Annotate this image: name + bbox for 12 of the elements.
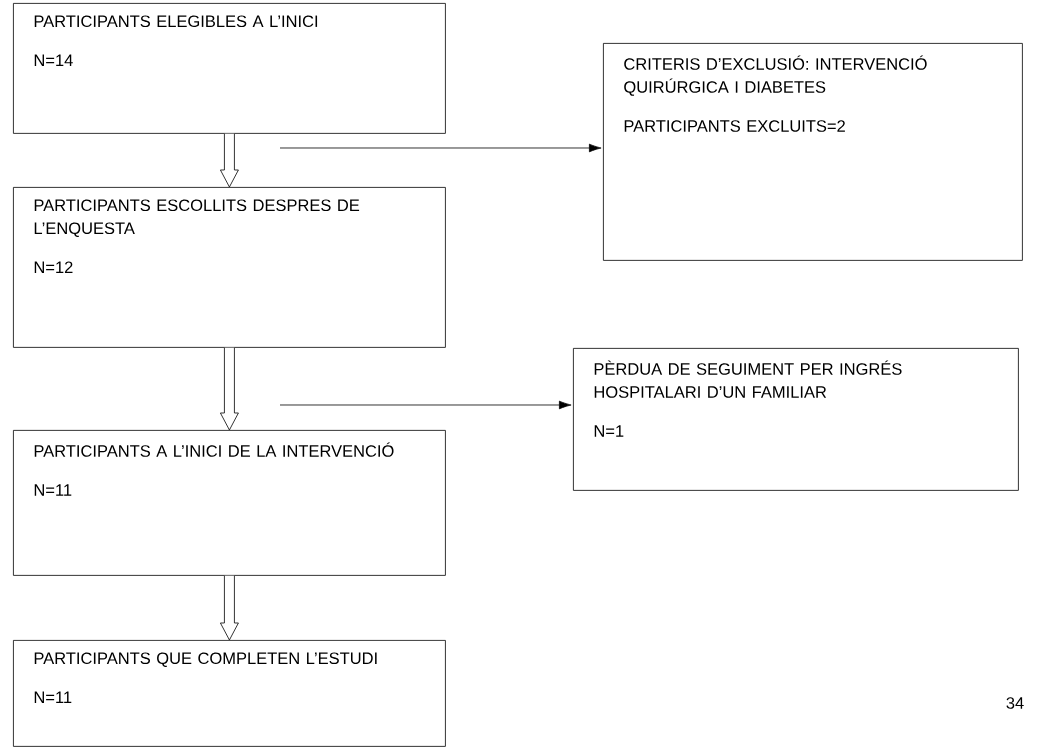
arrow	[279, 400, 572, 410]
block-arrow	[220, 347, 239, 431]
flow-box: PARTICIPANTS ESCOLLITS DESPRES DE L’ENQUESTA N=12	[13, 187, 446, 348]
flow-box: PARTICIPANTS ELEGIBLES A L’INICI N=14	[13, 3, 446, 134]
block-arrow	[220, 133, 239, 188]
flow-box: PARTICIPANTS A L’INICI DE LA INTERVENCIÓ N=11	[13, 430, 446, 576]
flow-box: CRITERIS D’EXCLUSIÓ: INTERVENCIÓ QUIRÚRGICA I DIABETES PARTICIPANTS EXCLUITS=2	[603, 43, 1023, 261]
flow-box: PÈRDUA DE SEGUIMENT PER INGRÉS HOSPITALARI D’UN FAMILIAR N=1	[573, 348, 1019, 491]
arrow	[279, 143, 602, 153]
page-number: 34	[1006, 697, 1024, 709]
block-arrow	[220, 575, 239, 641]
flow-box: PARTICIPANTS QUE COMPLETEN L’ESTUDI N=11	[13, 640, 446, 747]
